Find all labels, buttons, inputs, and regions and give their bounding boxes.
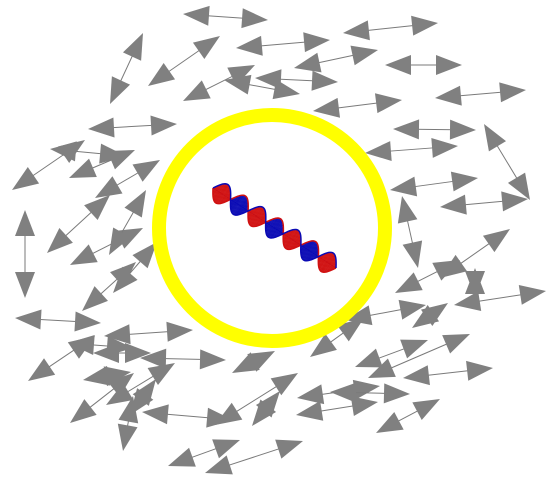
diagram-canvas bbox=[0, 0, 549, 482]
